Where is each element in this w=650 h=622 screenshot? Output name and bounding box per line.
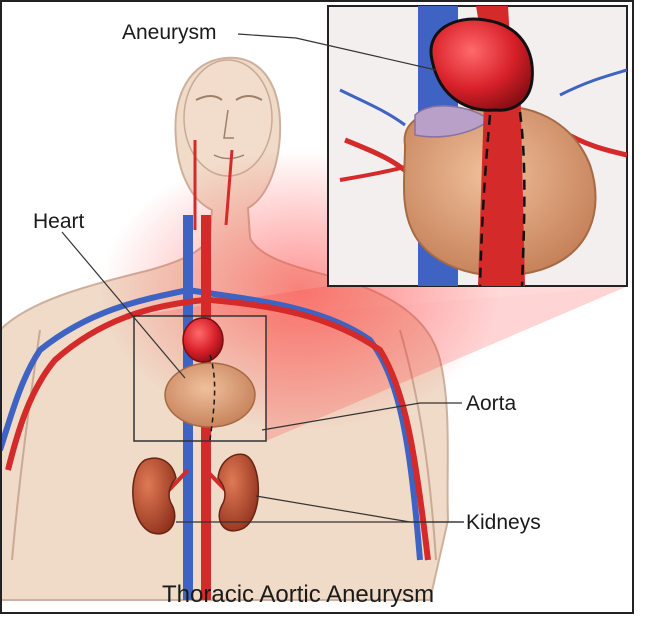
inset-panel (328, 6, 627, 286)
aneurysm-small (183, 318, 223, 362)
heart (165, 363, 255, 427)
diagram-title: Thoracic Aortic Aneurysm (162, 581, 434, 608)
label-heart: Heart (33, 210, 85, 233)
label-aorta: Aorta (466, 392, 517, 415)
label-aneurysm: Aneurysm (122, 21, 217, 44)
label-kidneys: Kidneys (466, 511, 541, 534)
